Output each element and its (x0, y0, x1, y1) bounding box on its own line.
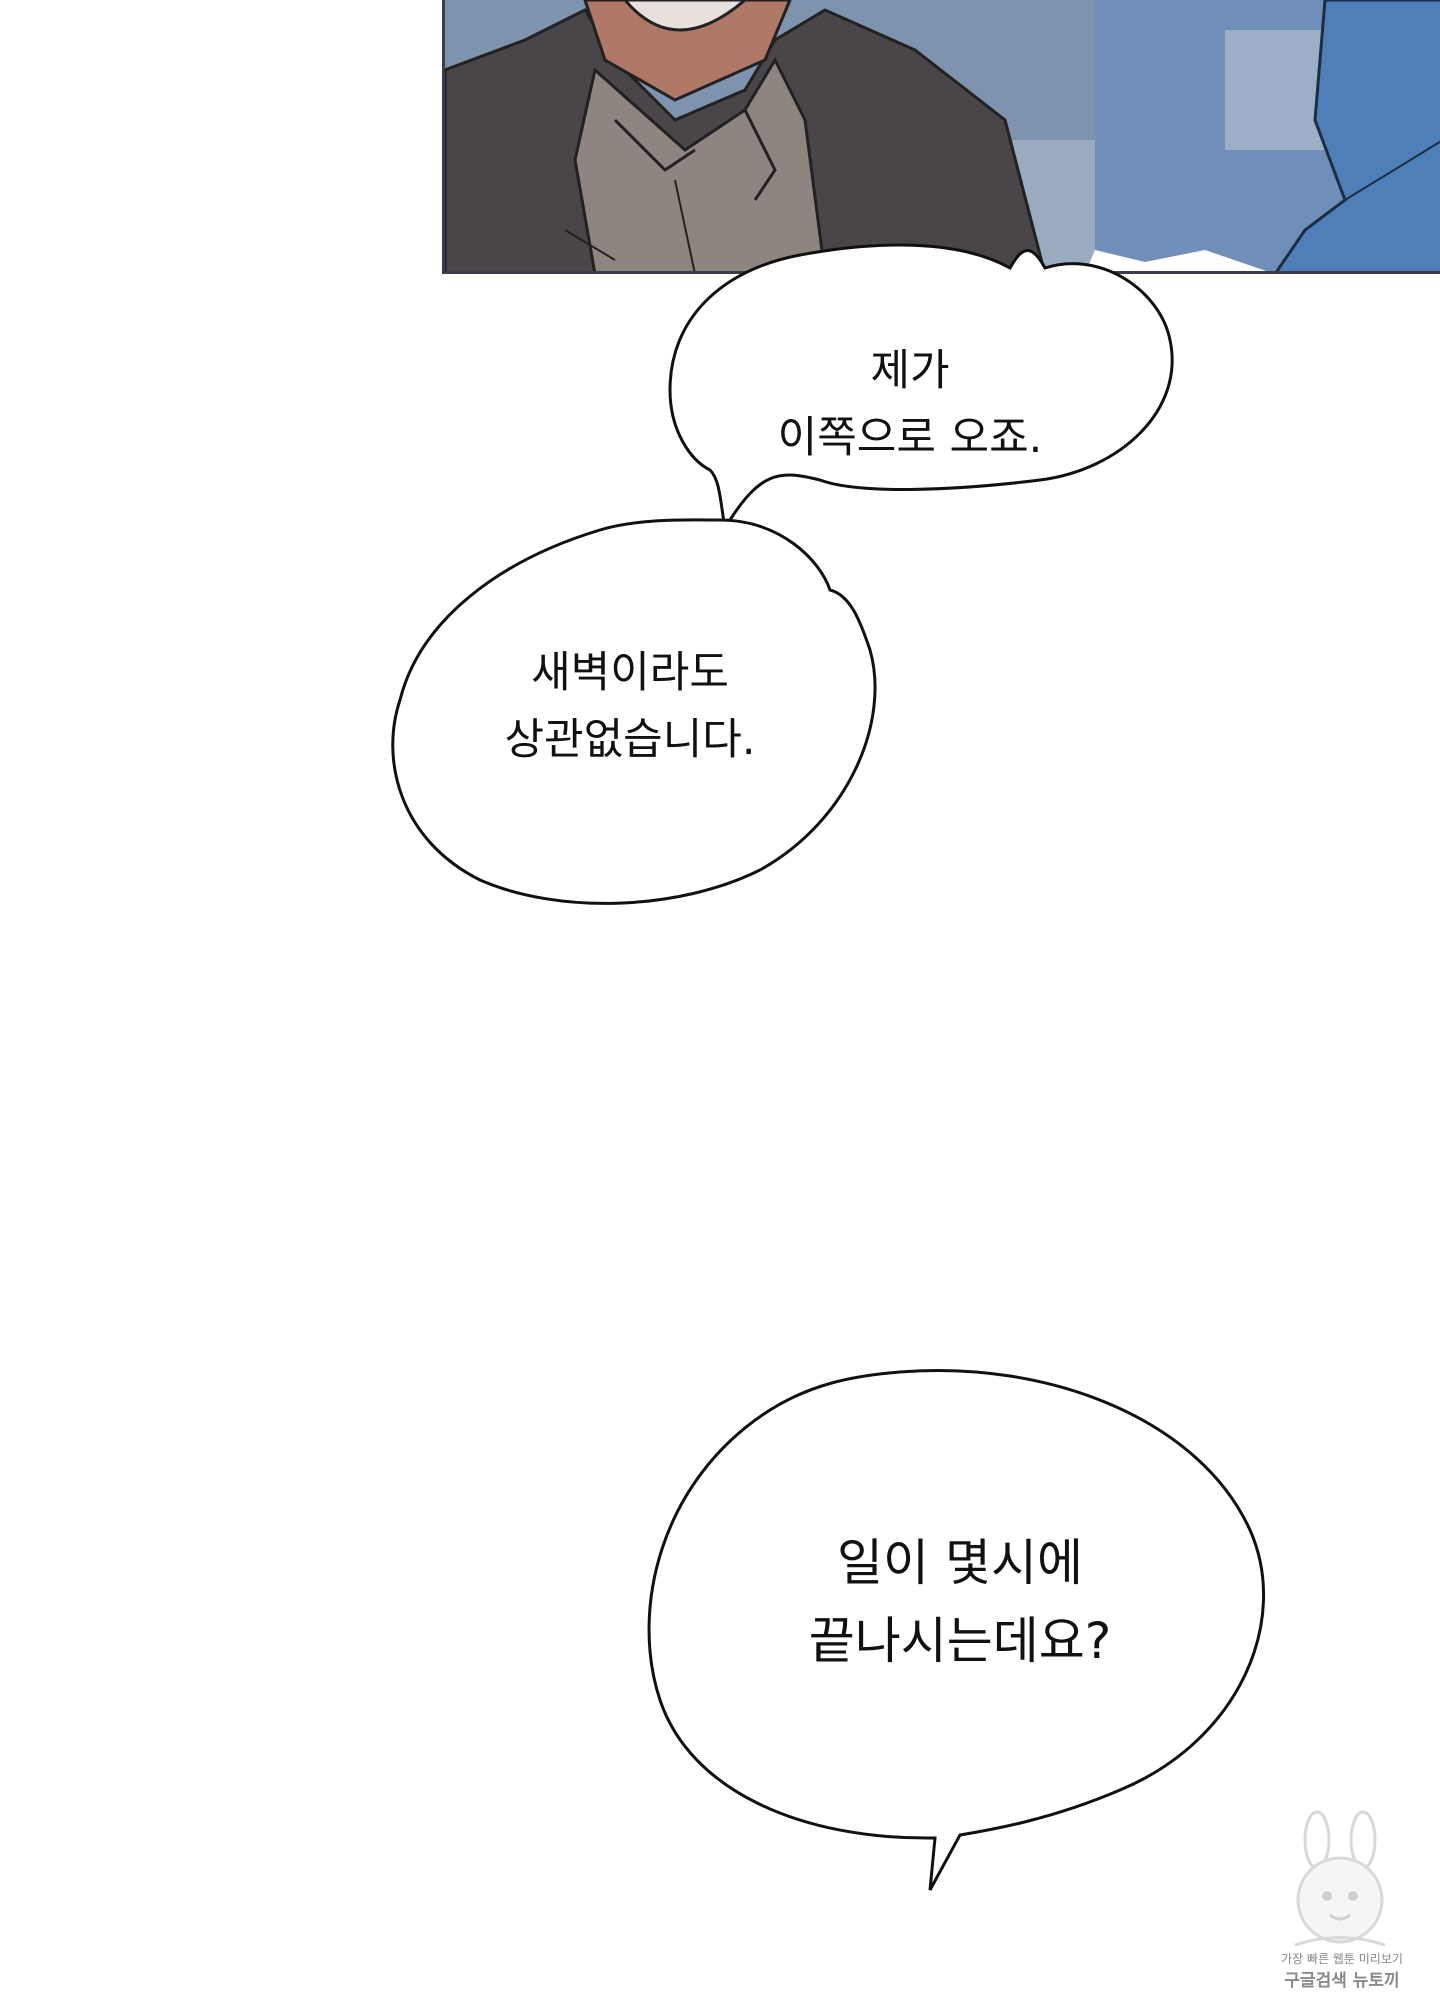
comic-panel-top (442, 0, 1440, 274)
speech-bubble-3-text: 일이 몇시에 끝나시는데요? (740, 1525, 1180, 1680)
bubble-1-line-2: 이쪽으로 오죠. (777, 412, 1043, 463)
watermark-title: 구글검색 뉴토끼 (1284, 1971, 1400, 1991)
bubble-2-line-2: 상관없습니다. (504, 714, 756, 765)
watermark-rabbit-logo (1294, 1810, 1386, 1947)
bubble-2-line-1: 새벽이라도 (531, 648, 729, 698)
bubble-3-line-2: 끝나시는데요? (808, 1611, 1112, 1670)
speech-bubble-2-text: 새벽이라도 상관없습니다. (420, 640, 840, 773)
watermark-caption: 가장 빠른 웹툰 미리보기 (1281, 1952, 1403, 1966)
bubble-3-line-1: 일이 몇시에 (837, 1534, 1083, 1592)
panel-illustration (445, 0, 1440, 271)
speech-bubble-1-text: 제가 이쪽으로 오죠. (740, 338, 1080, 471)
bubble-1-line-1: 제가 (870, 346, 950, 396)
